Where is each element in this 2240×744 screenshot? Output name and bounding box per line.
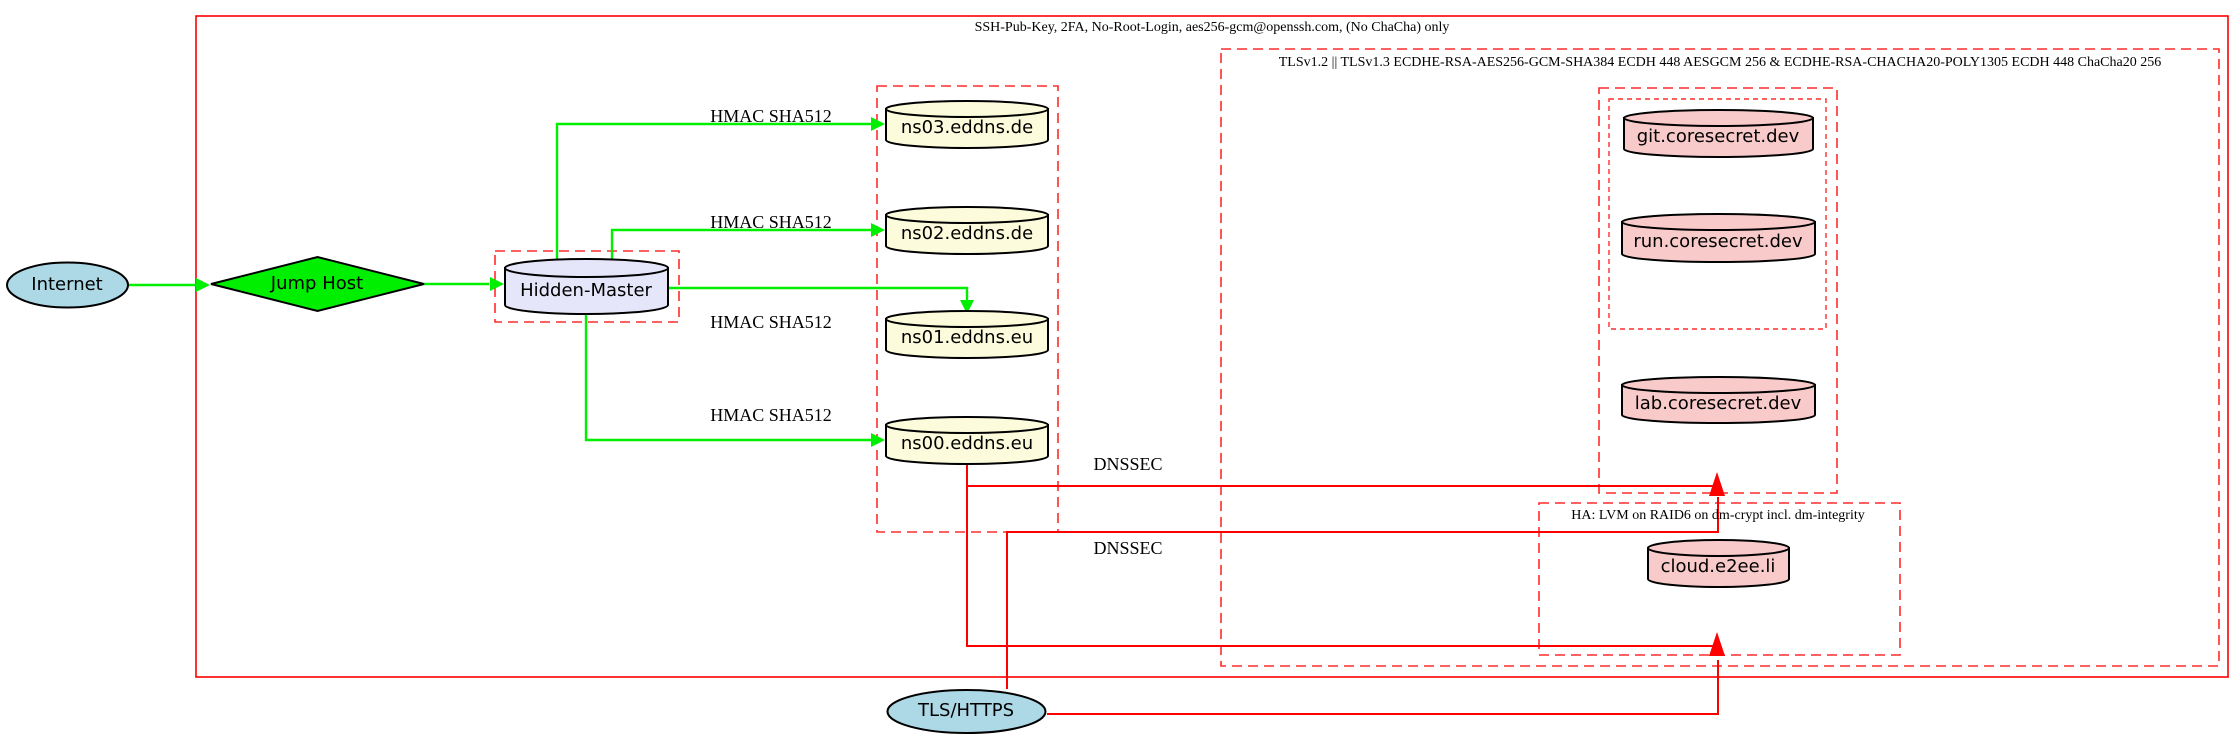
edge-hiddenmaster-to-ns01 bbox=[668, 286, 969, 300]
hiddenmaster-arrowhead-icon bbox=[490, 277, 504, 291]
node-jumphost-shape bbox=[210, 255, 425, 313]
cluster-coresecret-inner-border bbox=[1608, 98, 1827, 330]
node-hiddenmaster-label: Hidden-Master bbox=[520, 280, 652, 301]
node-internet-shape bbox=[6, 261, 129, 309]
jumphost-arrowhead-icon bbox=[196, 278, 210, 292]
edge-label-dnssec-2: DNSSEC bbox=[1093, 538, 1163, 558]
edge-label-dnssec-1: DNSSEC bbox=[1093, 454, 1163, 474]
node-cloud-shape bbox=[1647, 539, 1790, 588]
node-git-shape bbox=[1623, 109, 1814, 158]
ns00-arrowhead-icon bbox=[871, 433, 885, 447]
edge-ns00-to-coresecret-dnssec bbox=[966, 464, 1716, 487]
node-hiddenmaster-shape bbox=[504, 258, 669, 315]
node-cloud-label: cloud.e2ee.li bbox=[1660, 556, 1776, 577]
edge-tlshttps-to-coresecret bbox=[1006, 497, 1719, 689]
node-ns03-label: ns03.eddns.de bbox=[900, 117, 1034, 138]
cluster-tls-label: TLSv1.2 || TLSv1.3 ECDHE-RSA-AES256-GCM-… bbox=[1278, 55, 2162, 70]
node-internet-label: Internet bbox=[31, 274, 103, 295]
cluster-ssh-border bbox=[195, 15, 2229, 678]
node-run-shape bbox=[1621, 213, 1816, 263]
edge-hiddenmaster-to-ns02 bbox=[610, 228, 871, 259]
node-git-label: git.coresecret.dev bbox=[1636, 126, 1800, 147]
node-lab-label: lab.coresecret.dev bbox=[1634, 393, 1802, 414]
edge-label-hmac-1: HMAC SHA512 bbox=[710, 106, 832, 126]
cluster-nameservers-border bbox=[876, 85, 1059, 533]
node-tlshttps-label: TLS/HTTPS bbox=[917, 700, 1015, 721]
edge-hiddenmaster-to-ns03 bbox=[555, 122, 871, 259]
edge-label-hmac-3: HMAC SHA512 bbox=[710, 312, 832, 332]
ns01-arrowhead-icon bbox=[960, 300, 974, 314]
ns03-arrowhead-icon bbox=[871, 117, 885, 131]
node-ns00-label: ns00.eddns.eu bbox=[900, 433, 1034, 454]
node-lab-shape bbox=[1621, 376, 1816, 424]
cluster-tls-border bbox=[1220, 48, 2220, 667]
node-tlshttps-shape bbox=[886, 689, 1047, 734]
edge-tlshttps-to-ha bbox=[1047, 660, 1719, 715]
coresecret-arrowhead-icon bbox=[1709, 472, 1725, 496]
node-ns02-label: ns02.eddns.de bbox=[900, 223, 1034, 244]
node-jumphost-label: Jump Host bbox=[270, 273, 364, 294]
edge-label-hmac-2: HMAC SHA512 bbox=[710, 212, 832, 232]
node-ns01-shape bbox=[885, 310, 1049, 359]
cluster-ha-label: HA: LVM on RAID6 on dm-crypt incl. dm-in… bbox=[1571, 508, 1865, 523]
node-ns02-shape bbox=[885, 206, 1049, 255]
node-run-label: run.coresecret.dev bbox=[1633, 231, 1803, 252]
cluster-ssh-label: SSH-Pub-Key, 2FA, No-Root-Login, aes256-… bbox=[974, 20, 1450, 35]
node-ns00-shape bbox=[885, 416, 1049, 465]
ha-arrowhead-icon bbox=[1709, 632, 1725, 656]
edge-ns00-to-ha-dnssec bbox=[966, 486, 1716, 647]
edge-hiddenmaster-to-ns00 bbox=[584, 314, 871, 442]
node-ns03-shape bbox=[885, 100, 1049, 149]
node-ns01-label: ns01.eddns.eu bbox=[900, 327, 1034, 348]
ns02-arrowhead-icon bbox=[871, 223, 885, 237]
edge-label-hmac-4: HMAC SHA512 bbox=[710, 405, 832, 425]
